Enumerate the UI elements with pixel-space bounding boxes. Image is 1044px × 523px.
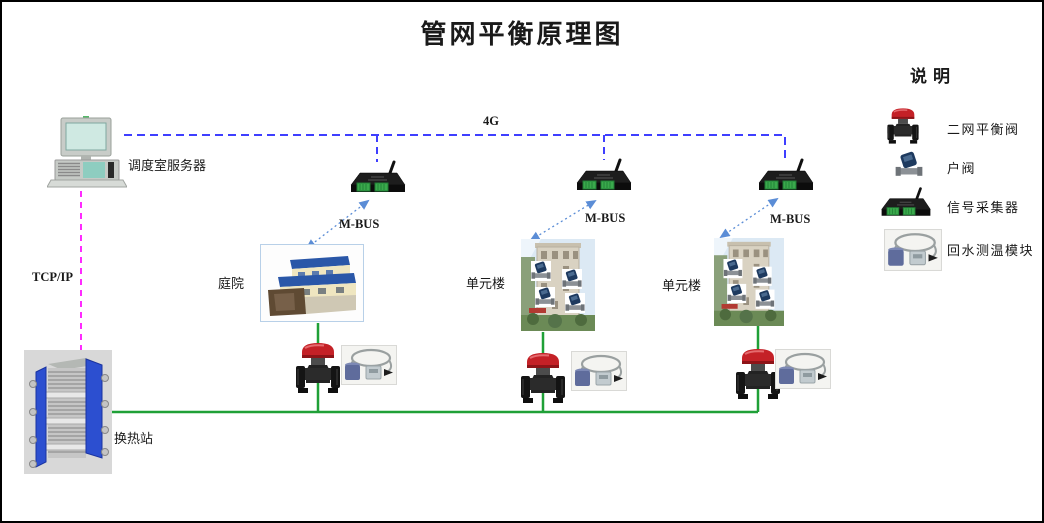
heat-exchanger-icon: [24, 350, 112, 474]
temp-module-icon-1: [341, 345, 397, 385]
mbus-label-1: M-BUS: [339, 217, 380, 231]
courtyard-building-image: [260, 244, 364, 322]
legend-title: 说明: [910, 67, 956, 86]
pipe-lines: [110, 323, 760, 414]
signal-collector-icon-3: [755, 157, 817, 197]
unit-building-label-2: 单元楼: [662, 278, 702, 293]
heat-station-label: 换热站: [114, 431, 154, 446]
temp-module-icon-3: [775, 349, 831, 389]
signal-collector-icon-1: [347, 159, 409, 199]
legend-label-household-valve: 户阀: [947, 161, 977, 176]
mbus-label-3: M-BUS: [770, 212, 811, 226]
4g-label: 4G: [483, 114, 499, 128]
courtyard-label: 庭院: [218, 276, 245, 291]
legend-label-temp-module: 回水测温模块: [947, 243, 1035, 258]
signal-collector-icon-2: [573, 157, 635, 197]
mbus-link-3: [719, 197, 779, 239]
legend-label-balance-valve: 二网平衡阀: [947, 122, 1020, 137]
balance-valve-icon-2: [519, 351, 567, 405]
tcpip-label: TCP/IP: [32, 270, 73, 284]
legend-label-signal-collector: 信号采集器: [947, 200, 1020, 215]
signal-collector-icon: [878, 186, 934, 222]
page-title: 管网平衡原理图: [420, 20, 624, 49]
household-valve-icon: [895, 151, 923, 179]
unit-building-label-1: 单元楼: [466, 276, 506, 291]
bus-4g-line: [124, 134, 786, 160]
mbus-label-2: M-BUS: [585, 211, 626, 225]
unit-building-image-1: [521, 239, 595, 331]
dispatch-server-label: 调度室服务器: [128, 158, 207, 173]
unit-building-image-2: [714, 238, 784, 326]
balance-valve-icon-1: [294, 341, 342, 395]
return-water-temp-module-icon: [884, 229, 942, 271]
dispatch-server-computer-icon: [47, 116, 127, 188]
balance-valve-icon: [886, 107, 920, 145]
temp-module-icon-2: [571, 351, 627, 391]
